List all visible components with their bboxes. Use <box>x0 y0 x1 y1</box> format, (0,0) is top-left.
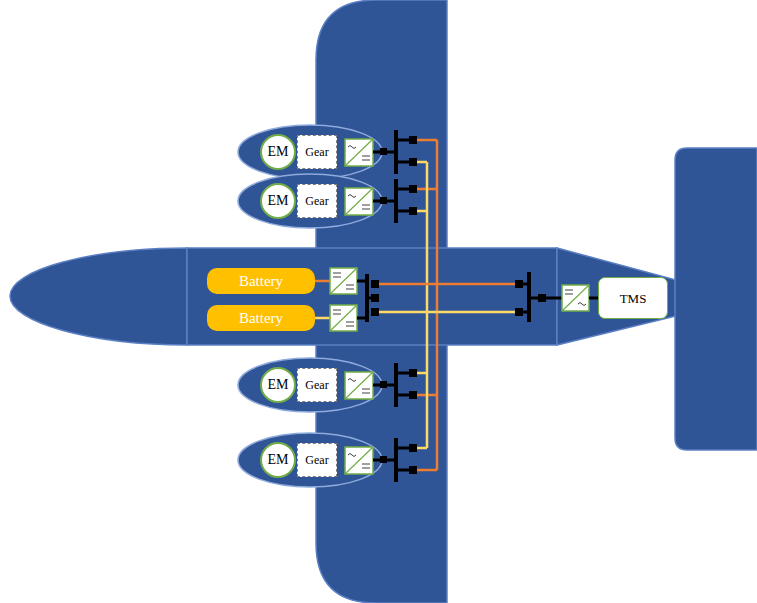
converter-diagonal <box>330 305 357 331</box>
node-label: Gear <box>305 454 328 466</box>
node-label: EM <box>268 453 289 467</box>
motor-nacelle <box>238 125 417 179</box>
breaker-symbol <box>371 280 379 288</box>
node-label: Battery <box>239 274 283 289</box>
dc-symbol <box>333 273 354 289</box>
converter-box <box>562 285 589 311</box>
tms-feed <box>515 272 598 322</box>
dc-symbol <box>333 310 354 326</box>
node-label: EM <box>268 378 289 392</box>
battery-box: Battery <box>207 268 315 294</box>
node-label: Gear <box>305 195 328 207</box>
motor-nacelle <box>238 433 417 487</box>
breaker-symbol <box>515 308 523 316</box>
horizontal-tail <box>675 148 757 450</box>
battery-converters <box>330 268 379 331</box>
yellow-bus-wire <box>417 162 427 448</box>
motor-circle: EM <box>260 134 296 170</box>
distribution-wires <box>315 140 515 470</box>
motor-circle: EM <box>260 183 296 219</box>
breaker-symbol <box>515 280 523 288</box>
yellow-feed-wire <box>379 311 515 314</box>
converter-diagonal <box>330 268 357 294</box>
gearbox-box: Gear <box>297 443 337 477</box>
converter-box <box>330 268 357 294</box>
dc-symbol <box>565 290 573 294</box>
yellow-battery-wire <box>315 317 330 320</box>
breaker-symbol <box>538 294 546 302</box>
node-label: EM <box>268 145 289 159</box>
orange-feed-wire <box>379 283 515 286</box>
orange-bus-wire <box>417 140 437 470</box>
motor-circle-shape <box>261 135 295 169</box>
motor-circle-shape <box>261 184 295 218</box>
gearbox-box: Gear <box>297 184 337 218</box>
gearbox-box: Gear <box>297 135 337 169</box>
motor-nacelle <box>238 174 417 228</box>
node-label: Gear <box>305 146 328 158</box>
motor-circle: EM <box>260 367 296 403</box>
power-wire <box>589 297 598 300</box>
breaker-symbol <box>371 308 379 316</box>
bus-bar <box>527 272 531 322</box>
orange-battery-wire <box>315 280 330 283</box>
node-label: EM <box>268 194 289 208</box>
fuselage <box>187 248 557 345</box>
bus-bar <box>365 274 369 322</box>
fuselage-nose <box>10 248 187 345</box>
battery-box: Battery <box>207 305 315 331</box>
converter-diagonal <box>562 285 589 311</box>
node-label: TMS <box>620 292 647 305</box>
ac-symbol <box>578 303 586 306</box>
tms-box: TMS <box>598 277 668 319</box>
motor-circle: EM <box>260 442 296 478</box>
converter-box <box>330 305 357 331</box>
node-label: Battery <box>239 311 283 326</box>
motor-circle-shape <box>261 368 295 402</box>
motor-circle-shape <box>261 443 295 477</box>
fuselage-tail-cone <box>557 248 676 345</box>
node-label: Gear <box>305 379 328 391</box>
motor-nacelle <box>238 358 417 412</box>
gearbox-box: Gear <box>297 368 337 402</box>
breaker-symbol <box>371 294 379 302</box>
